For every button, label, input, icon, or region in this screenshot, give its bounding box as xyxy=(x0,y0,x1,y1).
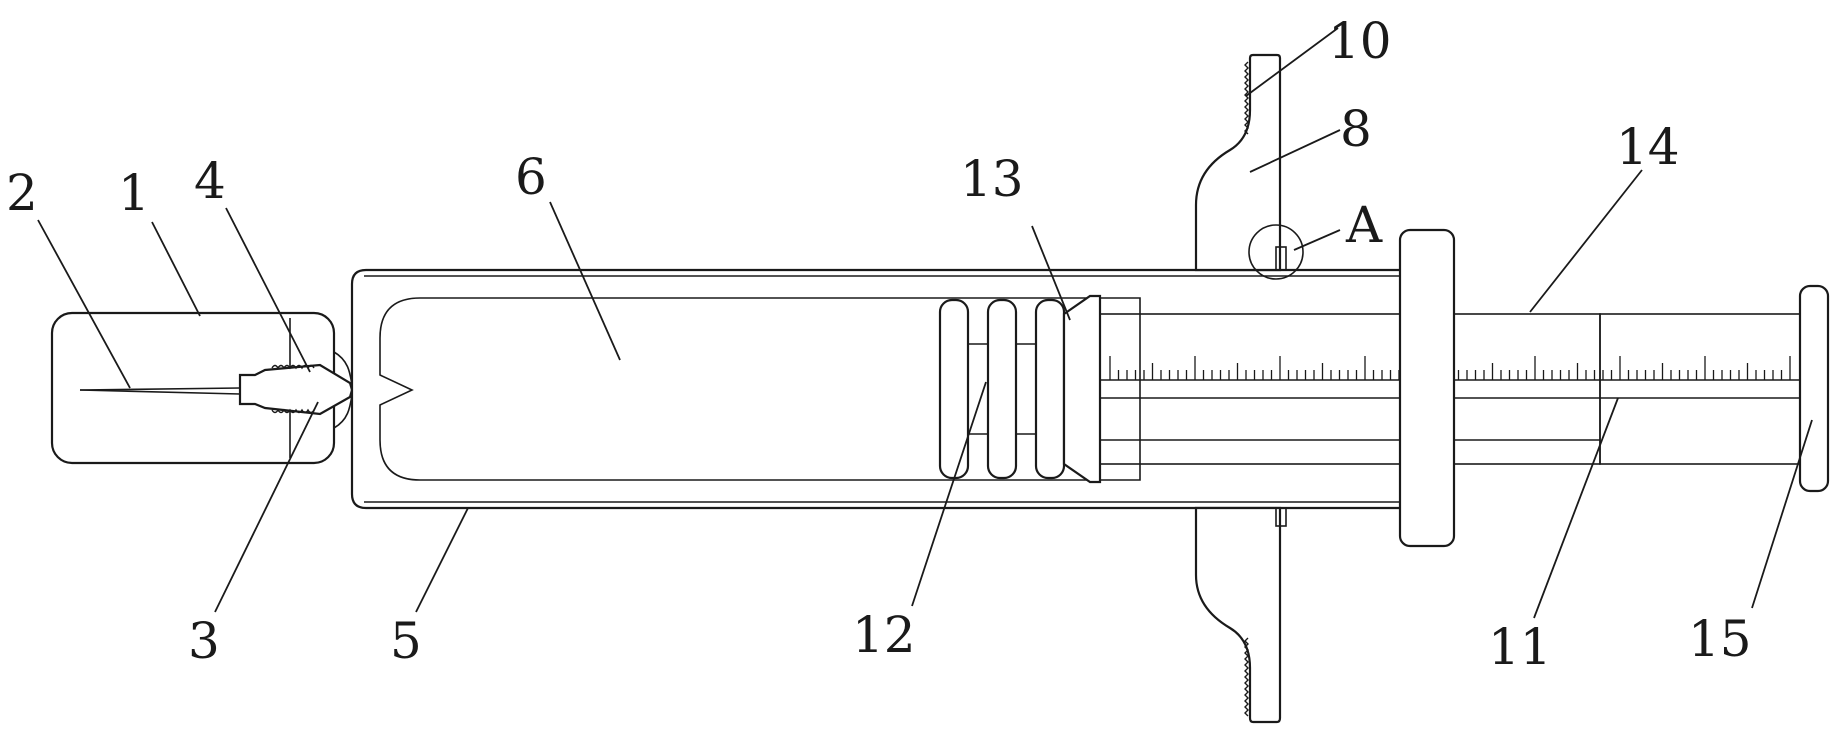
label-1: 1 xyxy=(118,164,150,222)
label-5: 5 xyxy=(390,612,422,670)
leader-lines xyxy=(37,27,1813,619)
fluid-chamber xyxy=(379,297,1141,481)
label-10: 10 xyxy=(1328,12,1392,70)
label-11: 11 xyxy=(1488,618,1552,676)
plunger-extension xyxy=(1599,313,1801,465)
finger-grip-bottom xyxy=(1194,506,1287,724)
label-4: 4 xyxy=(194,152,226,210)
label-3: 3 xyxy=(188,612,220,670)
piston xyxy=(938,294,1102,484)
detail-circle-a xyxy=(1248,224,1304,280)
needle xyxy=(79,387,241,395)
thumb-press xyxy=(1798,284,1830,493)
label-6: 6 xyxy=(515,148,547,206)
label-15: 15 xyxy=(1688,610,1752,668)
label-a: A xyxy=(1345,196,1383,254)
label-2: 2 xyxy=(6,164,38,222)
label-8: 8 xyxy=(1340,100,1372,158)
barrel xyxy=(350,268,1412,510)
barrel-flange xyxy=(1398,228,1456,548)
label-14: 14 xyxy=(1616,118,1680,176)
label-12: 12 xyxy=(852,606,916,664)
callouts: 2 1 4 3 5 6 10 8 A 13 12 14 11 15 xyxy=(6,12,1752,676)
label-13: 13 xyxy=(960,150,1024,208)
finger-grip-top xyxy=(1194,53,1287,272)
